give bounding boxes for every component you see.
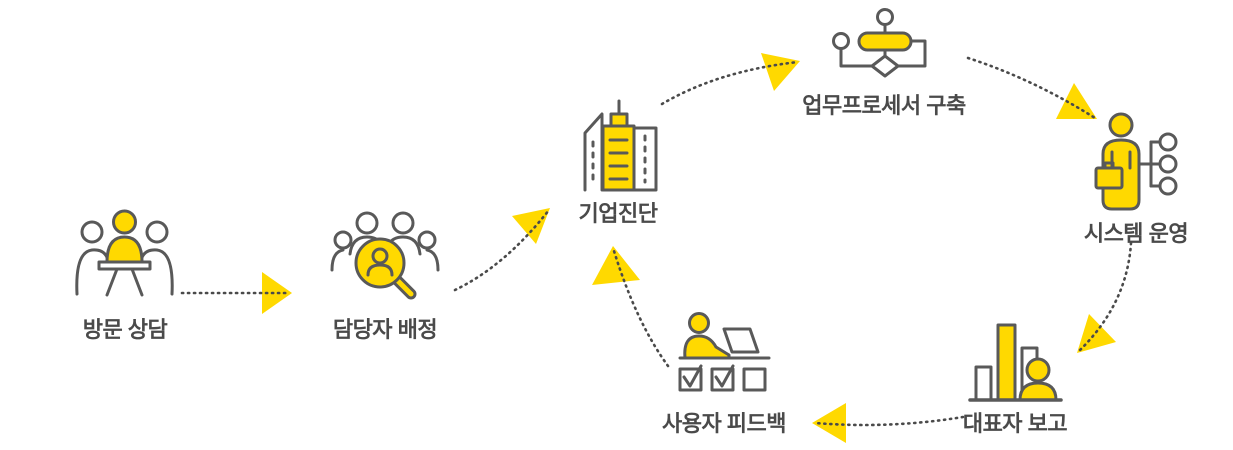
company-buildings-icon [583, 99, 658, 192]
step-label: 방문 상담 [82, 317, 168, 342]
arrow-assignee-to-diagnosis [453, 208, 551, 292]
meeting-consultation-icon [75, 209, 174, 297]
step-label: 담당자 배정 [332, 317, 438, 342]
step-label: 사용자 피드백 [661, 411, 787, 436]
arrow-feedback-to-diagnosis [592, 246, 670, 368]
system-operation-icon [1094, 112, 1178, 211]
step-label: 시스템 운영 [1083, 221, 1189, 246]
arrow-system-to-report [1076, 241, 1133, 354]
arrow-diagnosis-to-process [660, 53, 800, 106]
arrow-report-to-feedback [812, 403, 965, 443]
step-label: 대표자 보고 [962, 411, 1068, 436]
process-flowchart-icon [832, 8, 927, 78]
assignee-search-icon [330, 211, 440, 300]
user-feedback-icon [678, 312, 771, 392]
step-label: 기업진단 [578, 201, 658, 226]
report-chart-icon [968, 323, 1063, 402]
arrow-process-to-system [966, 56, 1097, 120]
arrow-visit-to-assignee [180, 272, 292, 314]
step-label: 업무프로세서 구축 [802, 93, 966, 118]
